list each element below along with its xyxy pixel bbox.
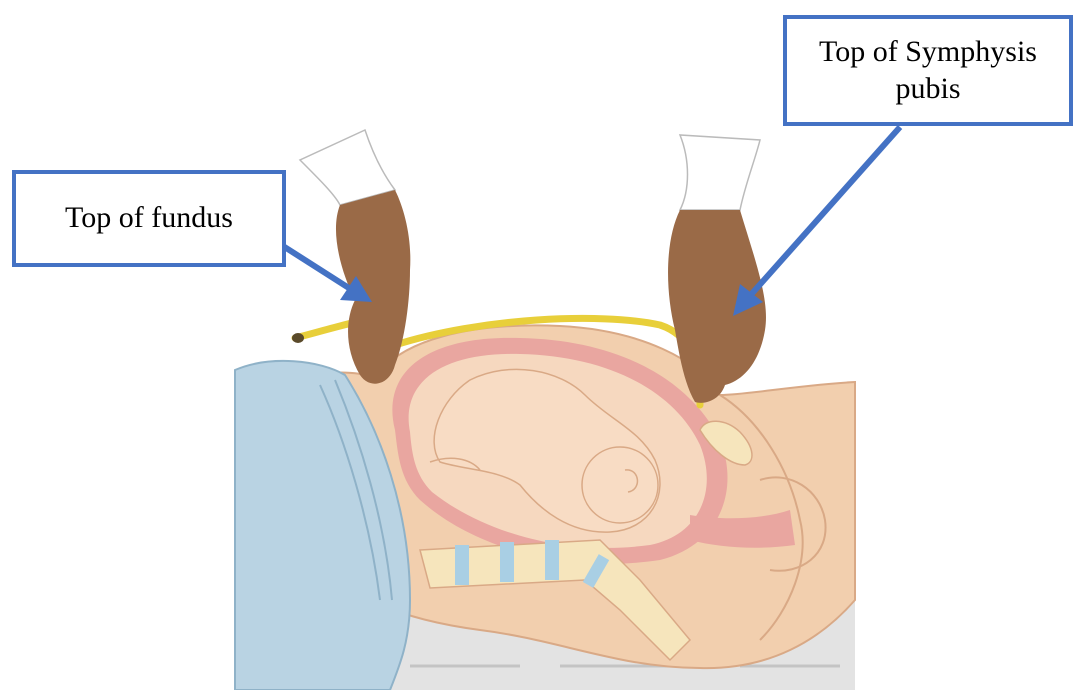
left-hand-icon — [300, 130, 410, 384]
right-hand-icon — [668, 135, 766, 403]
symphysis-arrow — [733, 127, 900, 316]
symphysis-label: Top of Symphysis pubis — [793, 34, 1063, 107]
symphysis-label-box: Top of Symphysis pubis — [783, 15, 1073, 126]
fundus-label: Top of fundus — [65, 200, 233, 237]
fundus-label-box: Top of fundus — [12, 170, 286, 267]
